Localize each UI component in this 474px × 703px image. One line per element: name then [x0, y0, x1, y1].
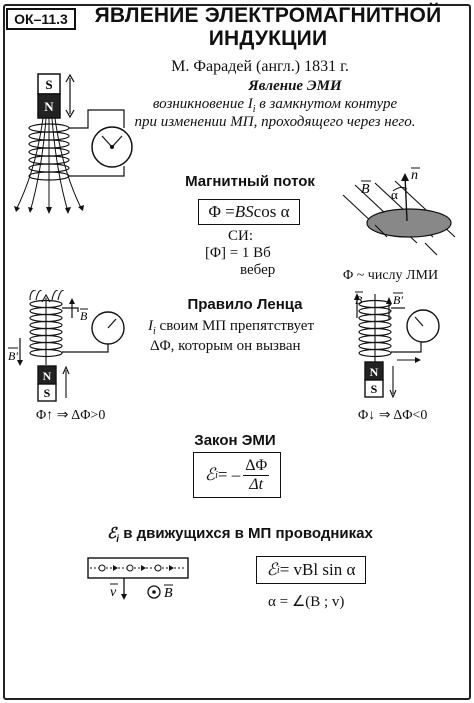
phenomenon-definition-line2: при изменении МП, проходящего через него…: [134, 114, 416, 130]
moving-conductor-heading: ℰi в движущихся в МП проводниках: [107, 525, 373, 545]
field-lines: [15, 117, 83, 213]
page-title: ЯВЛЕНИЕ ЭЛЕКТРОМАГНИТНОЙ ИНДУКЦИИ: [94, 4, 442, 50]
law-heading: Закон ЭМИ: [194, 432, 276, 449]
lenz-right-caption: Φ↓ ⇒ ΔΦ<0: [358, 408, 428, 423]
magnet-south-label: S: [45, 77, 52, 92]
angle-definition: α = ∠(B ; v): [268, 594, 345, 610]
phenomenon-title: Явление ЭМИ: [248, 78, 342, 94]
flux-caption: Φ ~ числу ЛМИ: [343, 268, 439, 283]
field-out-of-page-icon: [147, 585, 161, 599]
vector-b-label: B: [361, 182, 370, 197]
svg-text:S: S: [44, 386, 51, 400]
svg-text:B: B: [355, 293, 363, 307]
lenz-right-diagram: B B′ N S: [354, 291, 440, 399]
si-label: СИ:: [228, 228, 254, 244]
moving-conductor-diagram: v B: [87, 557, 189, 601]
flux-formula: Φ = BS cos α: [198, 199, 300, 225]
card-border: [3, 4, 471, 700]
flux-unit-name: вебер: [240, 262, 276, 278]
velocity-label: v: [110, 585, 117, 600]
lenz-left-caption: Φ↑ ⇒ ΔΦ>0: [36, 408, 106, 423]
svg-text:B′: B′: [393, 293, 403, 307]
svg-text:N: N: [370, 365, 379, 379]
normal-vector-label: n: [411, 168, 418, 183]
author-line: М. Фарадей (англ.) 1831 г.: [171, 58, 349, 75]
angle-alpha-label: α: [391, 187, 398, 202]
magnet-north-label: N: [44, 99, 54, 114]
faraday-experiment-diagram: S N: [14, 73, 133, 214]
svg-text:B′: B′: [8, 349, 18, 363]
lenz-left-diagram: B B′ N S: [8, 290, 125, 402]
flux-area-diagram: B n α: [342, 167, 456, 256]
flux-unit: [Φ] = 1 Вб: [205, 245, 271, 261]
lenz-heading: Правило Ленца: [187, 296, 303, 313]
lenz-statement-line2: ΔΦ, которым он вызван: [150, 338, 301, 354]
svg-text:B: B: [80, 309, 88, 323]
field-label: B: [164, 586, 173, 601]
svg-text:N: N: [43, 369, 52, 383]
contour-area: [366, 208, 452, 238]
phenomenon-definition-line1: возникновение Ii в замкнутом контуре: [152, 96, 398, 115]
svg-text:S: S: [371, 382, 378, 396]
card-code-badge: ОК–11.3: [6, 8, 76, 30]
flux-heading: Магнитный поток: [185, 173, 315, 190]
lenz-statement-line1: Ii своим МП препятствует: [148, 318, 315, 337]
